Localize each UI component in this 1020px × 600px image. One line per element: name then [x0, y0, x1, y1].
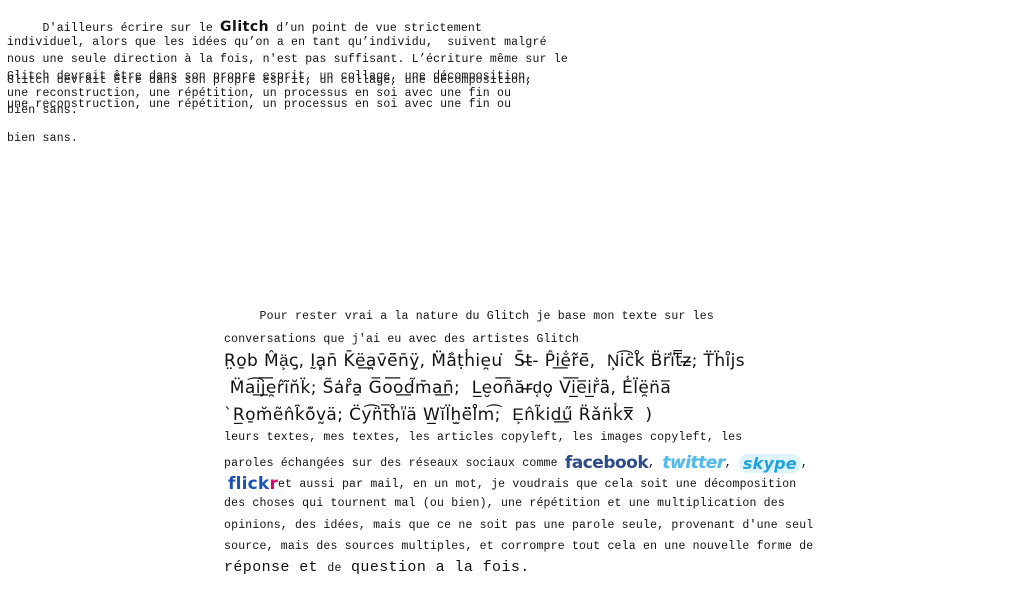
top-line-1-start: D'ailleurs écrire sur le	[7, 22, 221, 35]
comma: ,	[724, 457, 739, 471]
top-line-3: nous une seule direction à la fois, n'es…	[7, 53, 568, 66]
intro-line-2: conversations que j'ai eu avec des artis…	[224, 333, 580, 346]
twitter-logo[interactable]: twitter	[662, 453, 725, 473]
final-text-start: réponse et	[224, 559, 328, 576]
comma: ,	[648, 457, 663, 471]
top-line-6: bien sans.	[7, 104, 79, 117]
top-line-4-echo: Glitch devrait être dans son propre espr…	[7, 74, 533, 87]
texts-line-2-text: paroles échangées sur des réseaux sociau…	[224, 457, 565, 471]
flickr-logo[interactable]: flickr	[228, 474, 278, 494]
body-line-8: source, mais des sources multiples, et c…	[224, 540, 814, 553]
top-line-5: une reconstruction, une répétition, un p…	[7, 87, 512, 100]
facebook-logo[interactable]: facebook	[564, 453, 649, 473]
top-line-2: individuel, alors que les idées qu’on a …	[7, 36, 547, 49]
artists-line-2: M̈a͡i͟j͞e̯r̂ĩn̆k̈; S̃a̒r̊a̱ G̅o͞o͟d̃m̄a͟…	[224, 378, 672, 398]
texts-line-2: paroles échangées sur des réseaux sociau…	[224, 453, 808, 473]
body-line-6: des choses qui tournent mal (ou bien), u…	[224, 497, 785, 510]
top-line-1-end: d’un point de vue strictement	[269, 22, 483, 35]
top-line-1: D'ailleurs écrire sur le Glitch d’un poi…	[7, 19, 482, 35]
artists-line-3: `R̲o̱m̆ẽn̂k̑o͊v̰ä; C̈y͡n̈t̅h̊i̎ä W̲ĭl̈h̫…	[224, 405, 653, 425]
final-text-end: question a la fois.	[341, 559, 530, 576]
top-paragraph: D'ailleurs écrire sur le Glitch d’un poi…	[7, 19, 568, 149]
skype-logo[interactable]: skype	[738, 453, 801, 473]
flickr-logo-blue: flick	[228, 474, 270, 494]
texts-line-1: leurs textes, mes textes, les articles c…	[224, 431, 743, 444]
intro-line-1: Pour rester vrai a la nature du Glitch j…	[224, 310, 714, 323]
final-text-de: de	[327, 562, 342, 575]
top-line-6-echo: bien sans.	[7, 132, 79, 145]
body-line-7: opinions, des idées, mais que ce ne soit…	[224, 519, 814, 532]
top-line-5-echo: une reconstruction, une répétition, un p…	[7, 98, 512, 111]
flickr-line: flickret aussi par mail, en un mot, je v…	[224, 474, 796, 494]
artists-line-1: R̤o̱b M̂ä͕c̡, Ḭa͓n̄ K̄ë͟a̯v̄ë̄n̄ÿ̮, M̈a͋…	[224, 351, 746, 371]
flickr-logo-pink: r	[269, 474, 279, 494]
after-flickr-text: et aussi par mail, en un mot, je voudrai…	[278, 478, 797, 492]
final-line: réponse et de question a la fois.	[224, 559, 530, 576]
glitch-word: Glitch	[220, 19, 270, 35]
comma: ,	[800, 457, 808, 471]
top-line-4: Glitch devrait être dans son propre espr…	[7, 70, 533, 83]
